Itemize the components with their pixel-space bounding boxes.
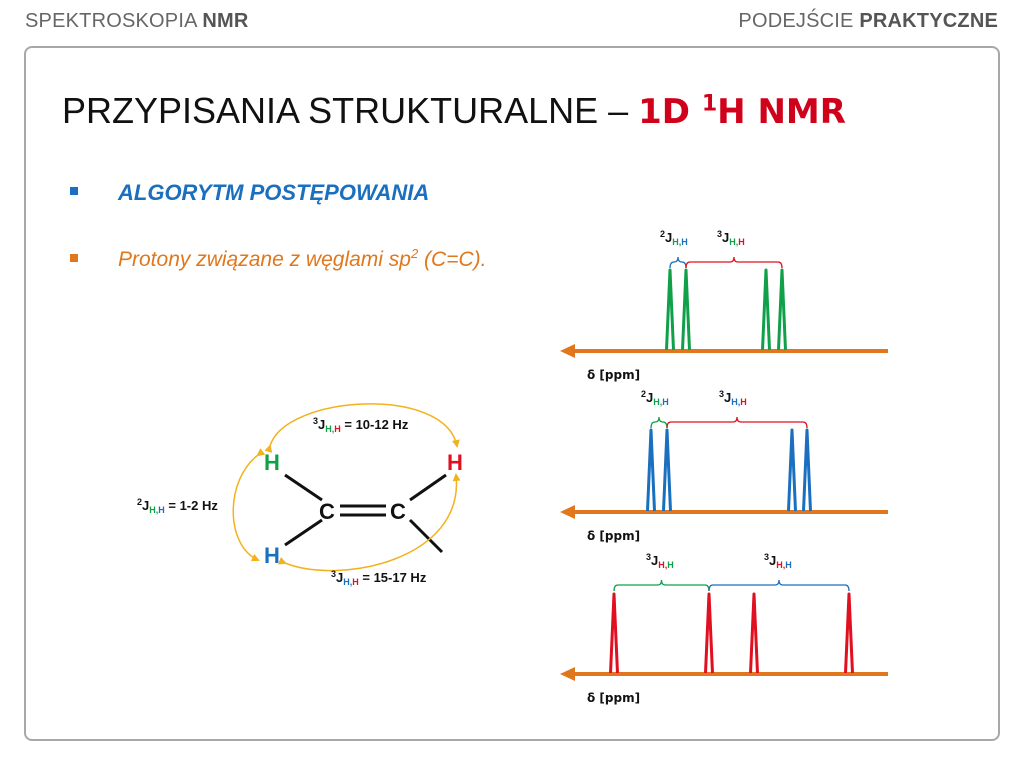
arc-top-coupling	[264, 403, 460, 453]
title-highlight-hnmr: H NMR	[717, 92, 846, 132]
spectrum-2-axis-arrowhead	[560, 505, 575, 519]
bullet-text-2: Protony związane z węglami sp2 (C=C).	[118, 246, 486, 272]
carbon-right-atom: C	[390, 499, 406, 524]
header-left: SPEKTROSKOPIA NMR	[25, 10, 248, 33]
spectrum-2-peak-3	[787, 428, 797, 512]
spectrum-3-bracket-right	[708, 579, 850, 592]
spectrum-3-j-label-2: 3JH,H	[764, 552, 792, 570]
spectrum-1-xlabel: δ [ppm]	[587, 368, 640, 382]
slide-frame	[24, 46, 1000, 741]
bullet-marker-1	[70, 187, 78, 195]
spectrum-1-peak-4	[777, 268, 787, 351]
bullet-2-pre: Protony związane z węglami sp	[118, 248, 411, 271]
spectrum-1-j-label-2: 3JH,H	[717, 229, 745, 247]
spectrum-2-bracket-3j	[666, 416, 808, 429]
spectrum-2-peak-1	[646, 428, 656, 512]
spectrum-3-axis-arrowhead	[560, 667, 575, 681]
title-highlight: 1D 1H NMR	[638, 92, 846, 132]
spectrum-3-xlabel: δ [ppm]	[587, 691, 640, 705]
bullet-2-post: (C=C).	[418, 248, 487, 271]
arc-left-coupling	[232, 448, 266, 562]
spectrum-2-j-label-2: 3JH,H	[719, 389, 747, 407]
bond-h-bottom-left	[284, 518, 323, 547]
spectrum-1-peak-1	[665, 268, 675, 351]
title-highlight-sup: 1	[701, 91, 718, 117]
title-highlight-1d: 1D	[638, 92, 702, 132]
h-top-right-atom: H	[447, 450, 463, 475]
bond-h-top-left	[284, 473, 323, 502]
header-left-bold: NMR	[202, 10, 249, 32]
slide-title: PRZYPISANIA STRUKTURALNE – 1D 1H NMR	[62, 90, 846, 132]
spectrum-1-bracket-3j	[685, 256, 783, 269]
h-bottom-left-atom: H	[264, 543, 280, 568]
spectrum-1-bracket-2j	[669, 256, 687, 269]
spectrum-2-bracket-2j	[650, 416, 668, 429]
bullet-marker-2	[70, 254, 78, 262]
spectrum-3-bracket-left	[613, 579, 710, 592]
j-top-label: 3JH,H = 10-12 Hz	[313, 416, 409, 434]
spectrum-1-j-label-1: 2JH,H	[660, 229, 688, 247]
spectrum-1-peak-3	[761, 268, 771, 351]
spectrum-2-xlabel: δ [ppm]	[587, 529, 640, 543]
spectrum-3-peak-3	[749, 592, 759, 674]
title-prefix: PRZYPISANIA STRUKTURALNE –	[62, 90, 639, 131]
header-right-text: PODEJŚCIE	[738, 10, 860, 32]
spectrum-2-peak-2	[662, 428, 672, 512]
spectrum-2-peak-4	[802, 428, 812, 512]
molecule-diagram: H H H C C 3JH,H = 10-12 Hz 2JH,H = 1-2 H…	[137, 403, 463, 587]
header-right: PODEJŚCIE PRAKTYCZNE	[738, 10, 998, 33]
bond-methyl	[408, 518, 444, 554]
spectrum-3-peak-4	[844, 592, 854, 674]
bond-h-top-right	[409, 473, 447, 502]
h-top-left-atom: H	[264, 450, 280, 475]
bullet-2-sup: 2	[410, 246, 419, 261]
spectrum-3-peak-2	[704, 592, 714, 674]
arc-bottom-coupling	[277, 473, 461, 572]
spectrum-1-peak-2	[681, 268, 691, 351]
header-right-bold: PRAKTYCZNE	[859, 10, 998, 32]
j-left-label: 2JH,H = 1-2 Hz	[137, 497, 218, 515]
j-bottom-label: 3JH,H = 15-17 Hz	[331, 569, 427, 587]
spectrum-3-j-label-1: 3JH,H	[646, 552, 674, 570]
spectrum-1-axis-arrowhead	[560, 344, 575, 358]
header-left-text: SPEKTROSKOPIA	[25, 10, 203, 32]
bullet-text-1: ALGORYTM POSTĘPOWANIA	[118, 180, 430, 205]
spectrum-3-peak-1	[609, 592, 619, 674]
carbon-left-atom: C	[319, 499, 335, 524]
spectrum-2-j-label-1: 2JH,H	[641, 389, 669, 407]
